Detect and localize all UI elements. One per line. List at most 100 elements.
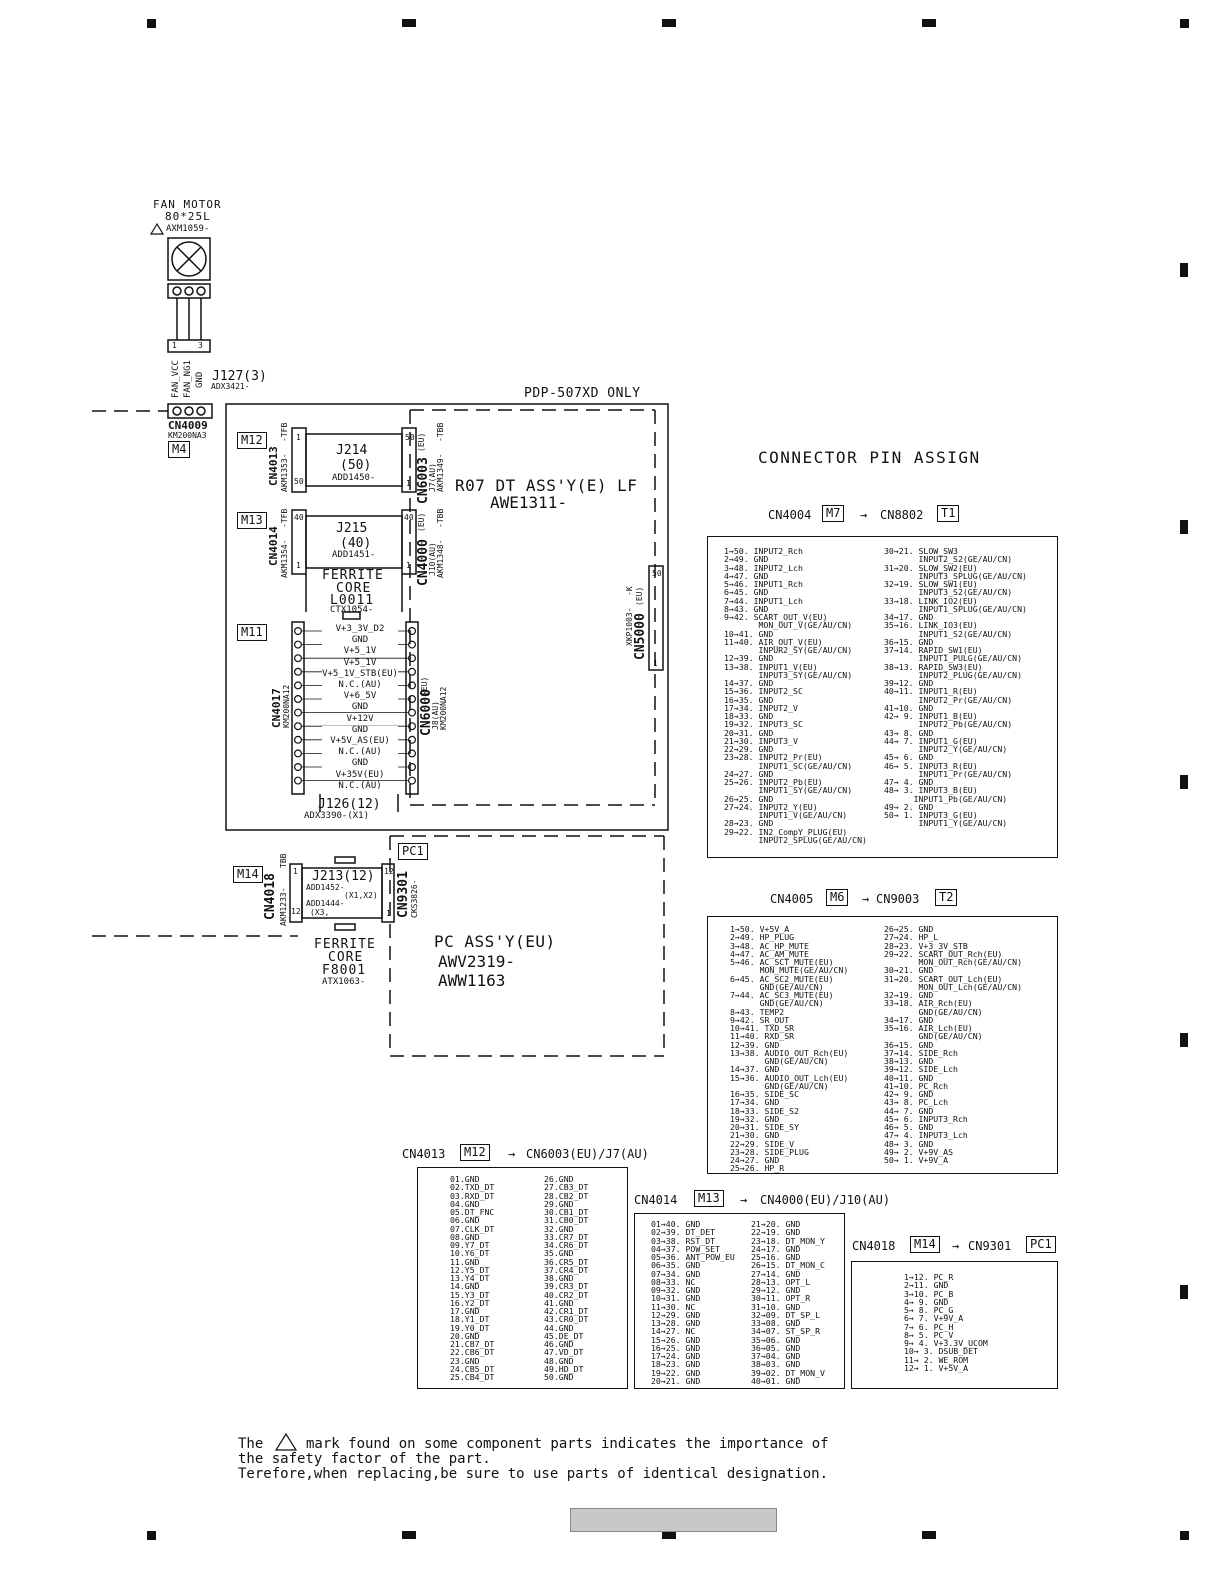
pin-row: 26→25. GND <box>884 924 934 934</box>
pin-row: 16→35. GND <box>724 694 774 705</box>
pc-assy-part2: AWW1163 <box>438 971 506 990</box>
pin-row: 12.Y5_DT <box>450 1264 490 1275</box>
pin-row: 11→ 2. WE_ROM <box>904 1354 969 1365</box>
pin-row: 9→42. SR_OUT <box>730 1014 790 1025</box>
cn5000-suffix: -K <box>625 586 634 596</box>
cn4018-pin-1: 1 <box>293 867 298 876</box>
pin-row: 12→39. GND <box>730 1039 780 1050</box>
pin-row: 33→08. GND <box>751 1318 801 1328</box>
pin-row: 08→33. NC <box>651 1276 696 1287</box>
j126-pin <box>294 694 303 703</box>
reg-mark <box>147 1531 156 1540</box>
j214-part: ADD1450- <box>332 473 376 483</box>
cn6003-note: (EU) <box>417 432 426 452</box>
j126-signal: GND <box>322 725 398 735</box>
cn4000-part: AKM1348- <box>436 539 445 578</box>
cn4017-tag: M11 <box>237 624 267 641</box>
pin-row: 18.Y1_DT <box>450 1314 490 1325</box>
pin-row: 17→34. GND <box>730 1097 780 1108</box>
j214-label: J214 <box>336 443 368 458</box>
pin-row: 01.GND <box>450 1174 480 1184</box>
pin-row: 32→09. DT_SP_L <box>751 1309 821 1320</box>
pin-row: 48.GND <box>544 1355 574 1366</box>
pin-row: 16→35. SIDE_SC <box>730 1089 800 1099</box>
pin-row: 42→ 9. GND <box>884 1089 934 1099</box>
j126-signal: V+3_3V_D2 <box>322 625 398 634</box>
pin-row: 4→47. GND <box>724 570 769 581</box>
pin-row: 18→33. GND <box>724 711 774 721</box>
pin-row: 22.CB6_DT <box>450 1347 495 1358</box>
pin-row: 28→23. V+3_3V_STB <box>884 940 968 951</box>
pin-row: 32→19. GND <box>884 990 934 1000</box>
pin-row: 46→ 5. GND <box>884 1122 934 1132</box>
pin-row: INPUT3_SPLUG(GE/AU/CN) <box>884 570 1027 581</box>
pin-row: 49.HD_DT <box>544 1363 584 1374</box>
pin-row: 45→ 6. INPUT3_Rch <box>884 1113 968 1124</box>
j126-pin <box>294 667 303 676</box>
j126-pin <box>294 722 303 731</box>
pin-row: INPUT2_SPLUG(GE/AU/CN) <box>724 834 867 845</box>
pin-row: 1→12. PC_R <box>904 1272 954 1282</box>
cn9301-pin-1: 1 <box>386 909 391 918</box>
j126-pin <box>408 626 417 635</box>
pin-row: 8→43. TEMP2 <box>730 1006 785 1017</box>
pin-row: 1→50. INPUT2_Rch <box>724 546 803 556</box>
fan-wire-ng1: FAN_NG1 <box>183 360 193 398</box>
cn4014-tbl-tag: M13 <box>694 1190 724 1207</box>
pin-row: 48→ 3. INPUT3_B(EU) <box>884 785 978 796</box>
pin-row: 22→19. GND <box>751 1227 801 1238</box>
cn4014-tag: M13 <box>237 512 267 529</box>
pin-row: 24→17. GND <box>751 1243 801 1254</box>
j126-pin <box>294 776 303 785</box>
pdp-only-label: PDP-507XD ONLY <box>524 386 641 401</box>
cn4005-from: CN4005 <box>770 892 814 906</box>
cn4013-pin-50: 50 <box>294 477 304 486</box>
pin-row: 36.CR5_DT <box>544 1256 589 1267</box>
pin-row: INPUT1_SC(GE/AU/CN) <box>724 760 853 771</box>
pin-row: 24→27. GND <box>730 1155 780 1165</box>
pin-row: GND(GE/AU/CN) <box>884 1006 983 1017</box>
pin-row: 28→23. GND <box>724 818 774 829</box>
pin-row: INPUT1_S2(GE/AU/CN) <box>884 628 1013 639</box>
cn4013-suffix: -TFB <box>280 422 289 442</box>
j126-pin <box>408 654 417 663</box>
cn4013-tbl-tag: M12 <box>460 1144 490 1161</box>
pin-row: 09.Y7_DT <box>450 1240 490 1250</box>
pin-row: 33→18. LINK_IO2(EU) <box>884 595 978 606</box>
pin-row: 8→43. GND <box>724 603 769 614</box>
pin-row: INPUT3_SY(GE/AU/CN) <box>724 669 853 680</box>
pin-row: 47.VD_DT <box>544 1347 584 1358</box>
pin-row: 31→20. SLOW_SW2(EU) <box>884 562 978 573</box>
pin-row: 05→36. ANT_POW_EU <box>651 1252 735 1262</box>
pin-row: 11→30. NC <box>651 1301 696 1312</box>
pin-row: MON_OUT_Rch(GE/AU/CN) <box>884 957 1023 967</box>
pin-row: 8→ 5. PC_V <box>904 1329 954 1340</box>
pin-row: 23→28. SIDE_PLUG <box>730 1146 809 1157</box>
pin-row: 07.CLK_DT <box>450 1223 495 1234</box>
ferrite2-l2: CORE <box>328 950 364 965</box>
reg-mark <box>1180 775 1188 789</box>
j126-signal: N.C.(AU) <box>322 781 398 791</box>
reg-mark <box>1180 19 1189 28</box>
pc-assy-part1: AWV2319- <box>438 952 516 971</box>
note-line1: mark found on some component parts indic… <box>306 1436 829 1452</box>
cn6000-part: KM200NA12 <box>439 686 448 730</box>
page-number-bar <box>570 1508 777 1532</box>
cn4014-label: CN4014 <box>267 526 280 566</box>
pin-row: 37→14. SIDE_Rch <box>884 1047 958 1058</box>
fan-motor-size: 80*25L <box>165 210 211 223</box>
cn9301-tag: PC1 <box>398 843 428 860</box>
pin-row: 49→ 2. V+9V_AS <box>884 1146 954 1157</box>
reg-mark <box>402 19 416 27</box>
cn4018-tbl-from: CN4018 <box>852 1239 896 1253</box>
pin-row: 50.GND <box>544 1372 574 1382</box>
pin-row: 4→47. AC_AM_MUTE <box>730 948 809 959</box>
pin-row: 10.Y6_DT <box>450 1248 490 1259</box>
pin-row: 10→31. GND <box>651 1293 701 1304</box>
pin-row: 13→38. INPUT1_V(EU) <box>724 661 818 672</box>
cn4013-tbl-from: CN4013 <box>402 1147 446 1161</box>
pin-row: 44.GND <box>544 1322 574 1333</box>
pin-row: 11→40. RXD_SR <box>730 1031 795 1042</box>
